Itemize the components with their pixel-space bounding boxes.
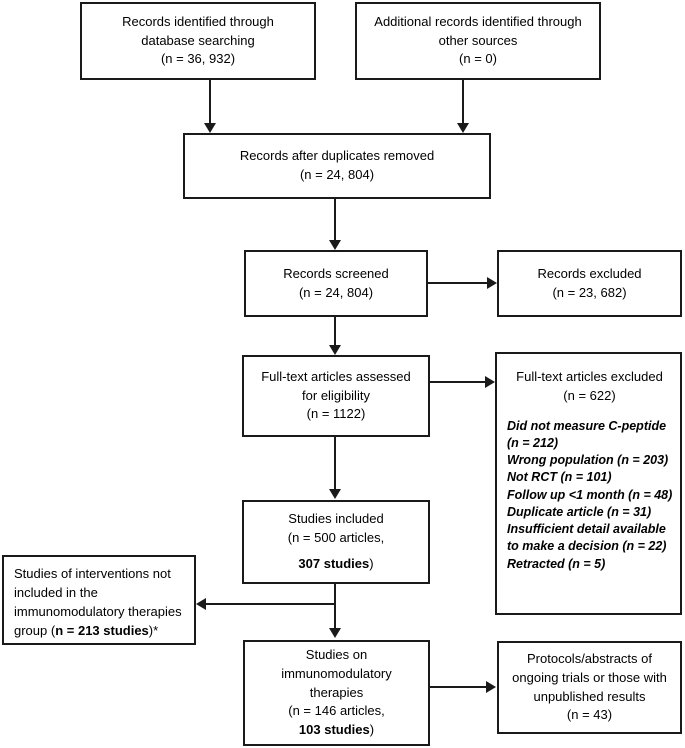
studies-immunomodulatory-line-4: (n = 146 articles, [288, 703, 385, 719]
box-fulltext-excluded: Full-text articles excluded (n = 622) Di… [495, 352, 682, 615]
fulltext-assessed-line-3: (n = 1122) [306, 406, 366, 422]
protocols-abstracts-line-1: Protocols/abstracts of [527, 650, 652, 666]
box-records-screened: Records screened (n = 24, 804) [244, 250, 428, 317]
box-protocols-abstracts: Protocols/abstracts of ongoing trials or… [497, 641, 682, 734]
arrowhead-immunomodulatory-to-protocols [486, 681, 496, 693]
connector-studies-included-to-not-included [206, 603, 336, 605]
arrowhead-screened-to-excluded [487, 277, 497, 289]
studies-included-count-bold: 307 studies [298, 556, 370, 572]
additional-records-line-1: Additional records identified through [374, 13, 582, 29]
arrowhead-records-identified-to-duplicates [204, 123, 216, 133]
box-studies-immunomodulatory: Studies on immunomodulatory therapies (n… [243, 640, 430, 746]
studies-not-included-count-bold: n = 213 studies [55, 622, 149, 638]
fulltext-excluded-reason-list: Did not measure C-peptide (n = 212) Wron… [507, 418, 672, 573]
additional-records-line-3: (n = 0) [459, 51, 497, 67]
arrowhead-duplicates-to-screened [329, 240, 341, 250]
connector-studies-included-stem [334, 584, 336, 630]
studies-immunomodulatory-line-5-tail: ) [369, 722, 375, 738]
connector-additional-records-to-duplicates [462, 80, 464, 124]
fulltext-excluded-reason-6a: Insufficient detail available [507, 522, 666, 537]
fulltext-excluded-heading: Full-text articles excluded (n = 622) [507, 368, 672, 406]
box-additional-records: Additional records identified through ot… [355, 2, 601, 80]
protocols-abstracts-line-2: ongoing trials or those with [512, 669, 667, 685]
fulltext-excluded-heading-line-2: (n = 622) [563, 387, 616, 403]
records-excluded-line-2: (n = 23, 682) [552, 284, 627, 300]
connector-duplicates-to-screened [334, 199, 336, 241]
records-identified-line-3: (n = 36, 932) [160, 51, 236, 67]
protocols-abstracts-line-4: (n = 43) [566, 707, 613, 723]
studies-immunomodulatory-line-1: Studies on [305, 646, 368, 662]
records-identified-line-2: database searching [141, 32, 255, 48]
box-studies-not-included: Studies of interventions not included in… [2, 555, 196, 645]
duplicates-removed-line-2: (n = 24, 804) [299, 167, 375, 182]
box-fulltext-assessed: Full-text articles assessed for eligibil… [242, 355, 430, 437]
connector-fulltext-to-fulltext-excluded [430, 381, 486, 383]
fulltext-excluded-reason-4: Follow up <1 month (n = 48) [507, 487, 673, 502]
fulltext-excluded-reason-3: Not RCT (n = 101) [507, 470, 612, 485]
connector-records-identified-to-duplicates [209, 80, 211, 124]
records-excluded-line-1: Records excluded [537, 265, 642, 281]
fulltext-excluded-reason-7: Retracted (n = 5) [507, 556, 606, 571]
connector-screened-to-excluded [428, 282, 488, 284]
studies-immunomodulatory-line-2: immunomodulatory [281, 665, 392, 681]
arrowhead-studies-included-to-not-included [196, 598, 206, 610]
fulltext-excluded-reason-5: Duplicate article (n = 31) [507, 504, 652, 519]
connector-fulltext-to-studies-included [334, 437, 336, 490]
arrowhead-fulltext-to-fulltext-excluded [485, 376, 495, 388]
records-screened-line-1: Records screened [283, 265, 389, 281]
studies-not-included-text-after: )* [148, 622, 159, 638]
additional-records-line-2: other sources [438, 32, 518, 48]
studies-immunomodulatory-count-bold: 103 studies [298, 722, 370, 738]
box-studies-included: Studies included (n = 500 articles, 307 … [242, 500, 430, 584]
fulltext-excluded-reason-2: Wrong population (n = 203) [507, 453, 669, 468]
fulltext-assessed-line-1: Full-text articles assessed [261, 368, 411, 384]
records-identified-line-1: Records identified through [122, 13, 274, 29]
arrowhead-additional-records-to-duplicates [457, 123, 469, 133]
fulltext-excluded-heading-line-1: Full-text articles excluded [516, 369, 663, 384]
studies-included-line-2: (n = 500 articles, [287, 529, 385, 545]
arrowhead-fulltext-to-studies-included [329, 489, 341, 499]
studies-included-line-3: 307 studies) [298, 555, 373, 574]
duplicates-removed-line-1: Records after duplicates removed [239, 148, 435, 164]
fulltext-excluded-reason-1a: Did not measure C-peptide [507, 418, 667, 433]
fulltext-excluded-reason-6b: to make a decision (n = 22) [507, 539, 667, 554]
studies-immunomodulatory-line-3: therapies [309, 684, 364, 700]
fulltext-excluded-reason-1b: (n = 212) [507, 435, 559, 450]
connector-immunomodulatory-to-protocols [430, 686, 487, 688]
studies-immunomodulatory-line-5: 103 studies) [299, 721, 374, 740]
records-screened-line-2: (n = 24, 804) [298, 284, 374, 300]
arrowhead-screened-to-fulltext [329, 345, 341, 355]
studies-included-line-1: Studies included [288, 510, 384, 526]
arrowhead-studies-included-to-immunomodulatory [329, 628, 341, 638]
studies-included-line-3-tail: ) [369, 556, 374, 572]
studies-not-included-text-before: Studies of interventions not included in… [14, 566, 182, 638]
studies-not-included-text: Studies of interventions not included in… [14, 565, 186, 640]
fulltext-assessed-line-2: for eligibility [302, 387, 370, 403]
connector-screened-to-fulltext [334, 317, 336, 347]
protocols-abstracts-line-3: unpublished results [533, 688, 646, 704]
box-records-excluded: Records excluded (n = 23, 682) [497, 250, 682, 317]
box-records-identified: Records identified through database sear… [80, 2, 316, 80]
box-duplicates-removed: Records after duplicates removed (n = 24… [183, 133, 491, 199]
